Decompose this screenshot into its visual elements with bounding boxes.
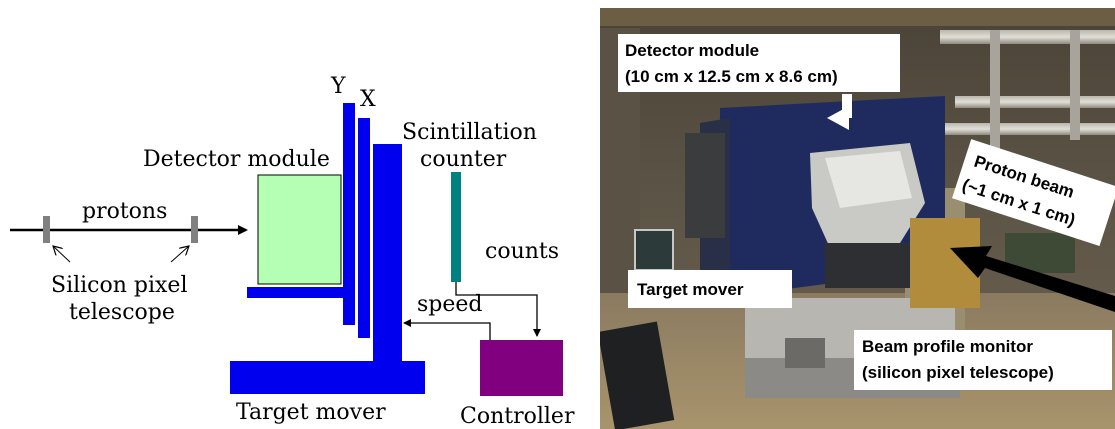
label-controller: Controller	[460, 404, 575, 429]
silicon-plane-1	[43, 216, 50, 243]
photo-detector-title: Detector module	[625, 41, 759, 60]
x-stage	[358, 118, 370, 338]
detector-foil-highlight	[825, 151, 912, 208]
label-detector-module: Detector module	[143, 147, 330, 172]
label-counts: counts	[485, 239, 559, 264]
schematic-diagram: Y X Scintillation counter Detector modul…	[10, 74, 575, 429]
keyboard	[600, 321, 675, 429]
detector-support	[825, 243, 910, 288]
ceiling-structure	[600, 8, 1115, 26]
photo-profile-telescope: (silicon pixel telescope)	[862, 363, 1054, 382]
scintillation-counter	[451, 172, 461, 282]
label-x: X	[360, 87, 376, 112]
detector-platform	[247, 287, 343, 298]
counts-arrow	[455, 282, 541, 337]
photo-target-mover: Target mover	[637, 280, 744, 299]
silicon-pointer-2	[170, 246, 189, 263]
label-scintillation: Scintillation	[402, 120, 537, 145]
pipe-vertical-2	[1070, 30, 1080, 140]
label-target-mover: Target mover	[236, 400, 386, 425]
controller	[480, 340, 563, 396]
panel-mechanism	[685, 133, 725, 238]
pipe-vertical	[990, 30, 1000, 150]
label-counter: counter	[420, 147, 507, 172]
speed-arrow	[403, 319, 491, 340]
label-telescope: telescope	[69, 300, 175, 325]
silicon-plane-2	[191, 216, 198, 243]
target-mover-column	[373, 144, 402, 362]
experiment-photo: Detector module (10 cm x 12.5 cm x 8.6 c…	[600, 8, 1115, 429]
screen-left	[634, 229, 674, 271]
proton-beam-label-box	[952, 139, 1115, 246]
y-stage	[343, 103, 355, 325]
target-mover-label-box	[628, 270, 792, 308]
detector-label-box	[618, 34, 900, 92]
label-protons: protons	[82, 199, 167, 224]
target-mover-base	[230, 361, 425, 394]
pipe-2	[955, 96, 1115, 108]
photo-profile-monitor: Beam profile monitor	[862, 337, 1033, 356]
silicon-pointer-1	[53, 246, 71, 263]
label-silicon-pixel: Silicon pixel	[51, 273, 188, 298]
base-side	[785, 338, 825, 368]
profile-label-box	[854, 330, 1112, 390]
pipe-1	[940, 30, 1115, 44]
label-speed: speed	[417, 292, 483, 317]
detector-module	[257, 174, 342, 285]
proton-beam-arrow-photo	[950, 246, 1115, 312]
photo-detector-dims: (10 cm x 12.5 cm x 8.6 cm)	[625, 67, 838, 86]
label-y: Y	[330, 74, 346, 99]
pipe-3	[945, 123, 1115, 135]
